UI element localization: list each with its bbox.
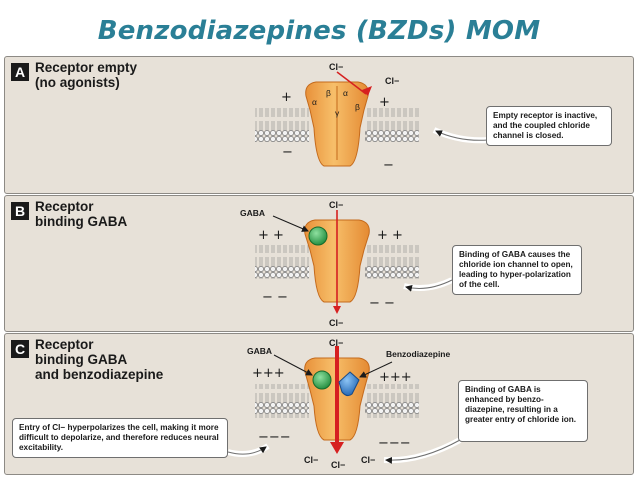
- callout-c-right-arrow-line: [385, 439, 461, 464]
- gaba-molecule-c: [312, 370, 332, 390]
- ion-label-c-top: Cl−: [329, 338, 344, 348]
- charge-b-bottom-left: − −: [262, 290, 288, 305]
- panel-b-title: Receptor binding GABA: [35, 199, 127, 229]
- charge-b-bottom-right: − −: [369, 296, 395, 311]
- ion-label-c-bottom: Cl−: [331, 460, 346, 470]
- panel-letter-b: B: [11, 202, 29, 220]
- panel-letter-a: A: [11, 63, 29, 81]
- panel-a-title-line: Receptor empty: [35, 60, 138, 75]
- membrane-a-left: [255, 108, 309, 142]
- membrane-c-left: [255, 384, 309, 418]
- charge-a-bottom-left: −: [282, 145, 293, 160]
- panel-c-title-line: and benzodiazepine: [35, 367, 164, 382]
- bzd-label-c: Benzodiazepine: [386, 349, 451, 359]
- gaba-molecule-b: [308, 226, 328, 246]
- panel-b-title-line: Receptor: [35, 199, 94, 214]
- gaba-label-c: GABA: [247, 346, 273, 356]
- panel-c-title-line: Receptor: [35, 337, 94, 352]
- subunit-label: α: [343, 88, 348, 98]
- subunit-label: β: [326, 88, 331, 98]
- ion-label-a-right: Cl−: [385, 76, 400, 86]
- gaba-pointer-c: [273, 354, 313, 376]
- ion-label-c-bottom: Cl−: [304, 455, 319, 465]
- ion-arrow-c-head: [330, 442, 344, 454]
- charge-c-bottom-right: −−−: [378, 436, 411, 451]
- charge-c-top-left: +++: [252, 366, 285, 381]
- ion-label-b-top: Cl−: [329, 200, 344, 210]
- ion-label-b-bottom: Cl−: [329, 318, 344, 328]
- callout-c-left: Entry of Cl− hyperpolarizes the cell, ma…: [12, 418, 228, 458]
- charge-b-top-right: + +: [377, 228, 403, 243]
- callout-a-arrow-line: [435, 130, 489, 141]
- callout-a: Empty receptor is inactive, and the coup…: [486, 106, 612, 146]
- panel-a-title: Receptor empty (no agonists): [35, 60, 137, 90]
- membrane-b-right: [365, 245, 419, 279]
- callout-b: Binding of GABA causes the chloride ion …: [452, 245, 582, 295]
- subunit-label: α: [312, 97, 317, 107]
- ion-label-a-top: Cl−: [329, 62, 344, 72]
- panel-b-title-line: binding GABA: [35, 214, 128, 229]
- charge-c-bottom-left: −−−: [258, 430, 291, 445]
- callout-b-arrow-line: [405, 279, 453, 292]
- membrane-c-right: [365, 384, 419, 418]
- charge-b-top-left: + +: [258, 228, 284, 243]
- charge-a-top-right: +: [379, 95, 390, 110]
- ion-arrow-a: [336, 71, 367, 95]
- ion-arrow-a-head: [362, 86, 372, 96]
- charge-c-top-right: +++: [379, 370, 412, 385]
- membrane-a-right: [365, 108, 419, 142]
- panel-c-title-line: binding GABA: [35, 352, 128, 367]
- charge-a-bottom-right: −: [383, 158, 394, 173]
- callout-b-arrow: [403, 277, 454, 291]
- callout-c-right: Binding of GABA is enhanced by benzo-dia…: [458, 380, 588, 442]
- gaba-pointer-b: [272, 215, 309, 232]
- bzd-pointer-c: [359, 361, 393, 378]
- benzodiazepine-molecule-c: [338, 371, 360, 397]
- membrane-b-left: [255, 245, 309, 279]
- charge-a-top-left: +: [281, 90, 292, 105]
- page-title: Benzodiazepines (BZDs) MOM: [97, 16, 541, 46]
- gaba-label-b: GABA: [240, 208, 266, 218]
- ion-label-c-bottom: Cl−: [361, 455, 376, 465]
- panel-letter-c: C: [11, 340, 29, 358]
- subunit-label: β: [355, 102, 360, 112]
- callout-c-left-arrow-line: [227, 446, 267, 455]
- ion-arrow-b-head: [333, 306, 341, 314]
- panel-a-title-line: (no agonists): [35, 75, 120, 90]
- subunit-label: γ: [335, 108, 340, 118]
- panel-c-title: Receptor binding GABA and benzodiazepine: [35, 337, 163, 382]
